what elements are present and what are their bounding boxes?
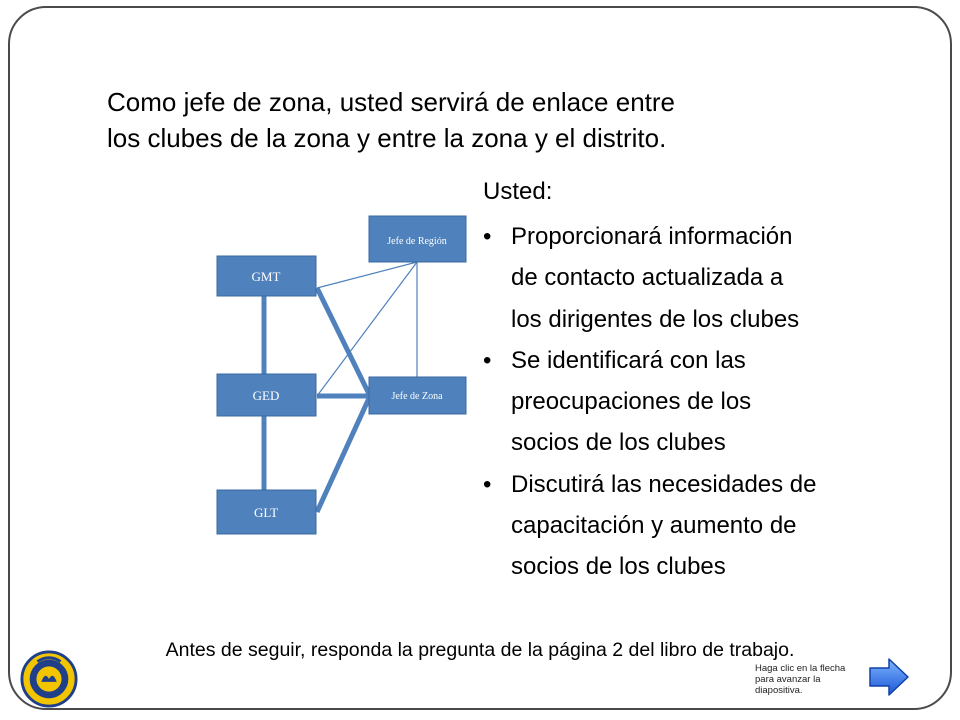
lions-logo-icon: [20, 650, 78, 708]
bullet-line: Proporcionará información: [511, 223, 793, 250]
box-jefe-zona: Jefe de Zona: [368, 376, 467, 415]
box-ged: GED: [216, 373, 317, 417]
box-jefe-region-label: Jefe de Región: [387, 236, 446, 247]
connector-ged-region: [316, 261, 418, 397]
box-glt: GLT: [216, 489, 317, 535]
footer-note: Antes de seguir, responda la pregunta de…: [165, 639, 795, 661]
box-gmt-label: GMT: [252, 269, 281, 284]
connector-gmt-zona: [314, 286, 373, 398]
bullet-item: • Proporcionará información de contacto …: [483, 216, 923, 340]
bullet-line: socios de los clubes: [511, 429, 726, 457]
slide-heading: Como jefe de zona, usted servirá de enla…: [107, 84, 867, 156]
usted-label: Usted:: [483, 178, 553, 205]
connector-gmt-region: [316, 261, 418, 289]
bullet-dot: •: [483, 346, 492, 374]
bullet-item: • Se identificará con las preocupaciones…: [483, 340, 923, 464]
bullet-item: • Discutirá las necesidades de capacitac…: [483, 464, 923, 588]
thin-connectors: [316, 261, 418, 397]
bullet-line: Discutirá las necesidades de: [511, 470, 817, 498]
box-jefe-region: Jefe de Región: [368, 215, 467, 263]
connector-glt-zona: [314, 394, 373, 514]
bullet-line: Se identificará con las: [511, 346, 746, 374]
heading-line-1: Como jefe de zona, usted servirá de enla…: [107, 87, 676, 117]
thick-connectors: [261, 286, 373, 514]
bullet-line: capacitación y aumento de: [511, 512, 797, 540]
box-ged-label: GED: [253, 388, 280, 403]
box-jefe-zona-label: Jefe de Zona: [391, 391, 443, 402]
bullet-line: socios de los clubes: [511, 553, 726, 581]
bullet-list: • Proporcionará información de contacto …: [483, 216, 923, 588]
slide-frame: [8, 6, 952, 710]
advance-hint: Haga clic en la flecha para avanzar la d…: [755, 663, 846, 696]
box-gmt: GMT: [216, 255, 317, 297]
bullet-dot: •: [483, 223, 492, 250]
bullet-line: preocupaciones de los: [511, 388, 752, 416]
bullet-line: de contacto actualizada a: [511, 264, 784, 292]
bullet-dot: •: [483, 470, 492, 498]
bullet-line: los dirigentes de los clubes: [511, 305, 800, 333]
next-arrow-icon[interactable]: [867, 655, 911, 699]
box-glt-label: GLT: [254, 505, 278, 520]
heading-line-2: los clubes de la zona y entre la zona y …: [107, 123, 667, 153]
